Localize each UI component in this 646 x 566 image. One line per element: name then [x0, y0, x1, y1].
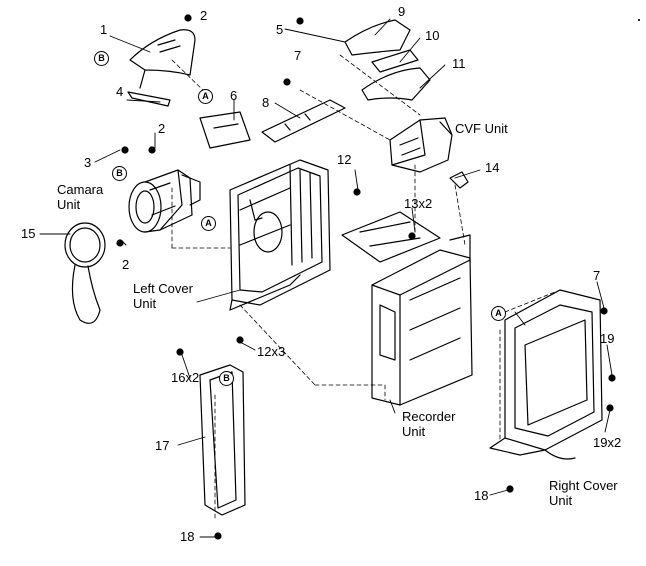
- unit-label-right-cover: Right Cover Unit: [549, 478, 618, 508]
- part-label-1: 1: [100, 22, 108, 37]
- part-label-19: 19: [600, 331, 615, 346]
- part-label-14: 14: [485, 160, 500, 175]
- unit-label-cvf: CVF Unit: [455, 121, 508, 136]
- board-12-13: [342, 212, 440, 262]
- parts-9-10-11-shells: [345, 20, 430, 100]
- lens-cap: [65, 223, 105, 323]
- part-label-7-top: 7: [294, 48, 302, 63]
- ref-marker-b-grip: B: [219, 371, 234, 386]
- grip-cover-17: [200, 365, 245, 515]
- part-label-2-mid: 2: [158, 121, 166, 136]
- part-label-3: 3: [84, 155, 92, 170]
- part-label-18-bottom: 18: [180, 529, 195, 544]
- part-label-13x2: 13x2: [404, 196, 433, 211]
- part-label-11: 11: [452, 56, 466, 71]
- part-label-19x2: 19x2: [593, 435, 622, 450]
- part-label-9: 9: [398, 4, 406, 19]
- part-label-8: 8: [262, 95, 270, 110]
- part-label-4: 4: [116, 84, 124, 99]
- part-4-strip: [128, 92, 170, 106]
- ref-marker-b-top: B: [94, 51, 109, 66]
- corner-mark: ·: [636, 9, 642, 29]
- part-label-17: 17: [155, 438, 170, 453]
- assembly-lines: [172, 55, 560, 520]
- part-label-15: 15: [21, 226, 36, 241]
- leader-lines: [40, 19, 612, 537]
- unit-label-recorder: Recorder Unit: [402, 409, 456, 439]
- part-label-2-top: 2: [200, 8, 208, 23]
- part-14-clip: [450, 172, 468, 188]
- ref-marker-a-right: A: [491, 306, 506, 321]
- right-cover-unit: [490, 290, 602, 459]
- part-label-7-right: 7: [593, 268, 601, 283]
- ref-marker-a-top: A: [198, 89, 213, 104]
- part-label-12x3: 12x3: [257, 344, 286, 359]
- unit-label-left-cover: Left Cover Unit: [133, 281, 193, 311]
- unit-label-camera: Camara Unit: [57, 182, 104, 212]
- camera-unit: [129, 170, 200, 232]
- part-label-5: 5: [276, 22, 284, 37]
- part-label-18-right: 18: [474, 488, 489, 503]
- cvf-unit: [390, 118, 452, 172]
- part-label-16x2: 16x2: [171, 370, 200, 385]
- recorder-unit: [372, 235, 472, 405]
- ref-marker-b-camera: B: [112, 166, 127, 181]
- part-label-12: 12: [337, 152, 352, 167]
- part-label-10: 10: [425, 28, 440, 43]
- part-label-2-low: 2: [122, 257, 130, 272]
- left-cover-frame: [230, 160, 330, 310]
- ref-marker-a-camera: A: [201, 216, 216, 231]
- part-label-6: 6: [230, 88, 238, 103]
- part-6-plate: [200, 112, 250, 148]
- part-1-top-cover: [130, 30, 195, 88]
- part-8-bracket: [262, 100, 345, 142]
- screws: [117, 15, 615, 539]
